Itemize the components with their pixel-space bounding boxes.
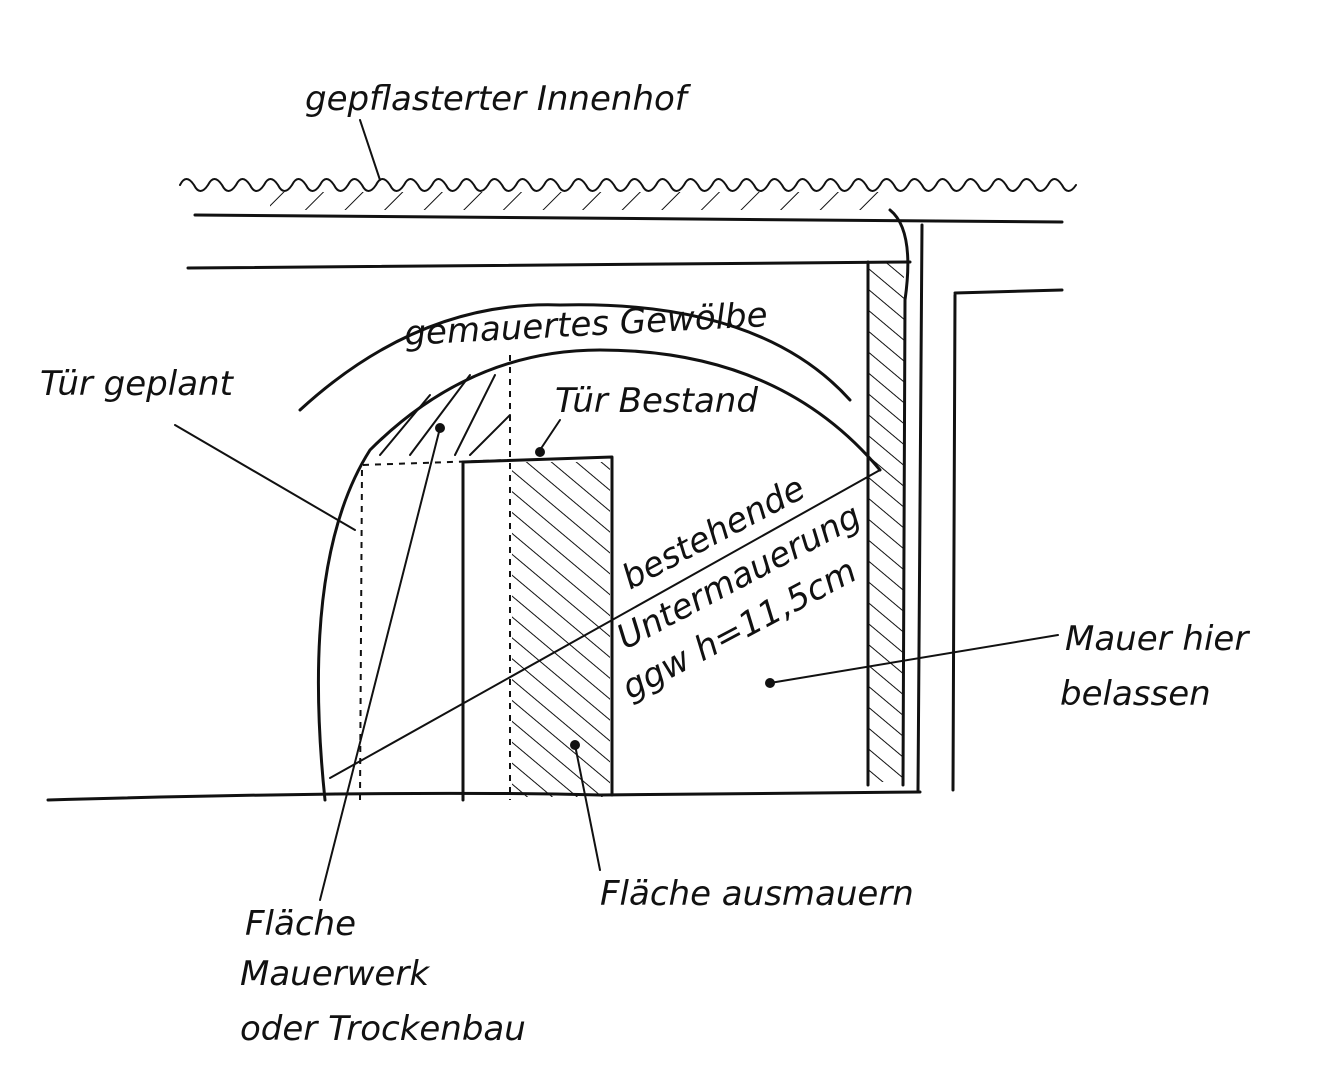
label-vault: gemauertes Gewölbe — [403, 295, 768, 354]
label-area-2: Mauerwerk — [240, 954, 430, 994]
leader-fill — [574, 744, 601, 871]
leader-wall — [769, 634, 1059, 684]
ceiling-line — [186, 260, 912, 270]
ground-line — [193, 213, 1064, 224]
floor-line — [46, 790, 922, 802]
label-wall-keep-2: belassen — [1060, 674, 1211, 714]
leader-door-planned — [174, 424, 356, 531]
marker-dot — [435, 423, 445, 433]
label-courtyard: gepflasterter Innenhof — [305, 79, 692, 119]
wall-hatch — [868, 262, 904, 782]
leader-door-existing — [539, 419, 561, 451]
marker-dot — [535, 447, 545, 457]
paving-stones — [179, 178, 1077, 210]
leader-courtyard — [359, 119, 381, 181]
marker-dot — [765, 678, 775, 688]
vault-arch — [316, 348, 882, 802]
label-door-planned: Tür geplant — [40, 364, 235, 404]
label-area-3: oder Trockenbau — [240, 1009, 526, 1049]
marker-dot — [570, 740, 580, 750]
label-fill-wall: Fläche ausmauern — [600, 874, 914, 914]
label-area-1: Fläche — [245, 904, 356, 944]
arch-hatch — [379, 374, 511, 456]
label-door-existing: Tür Bestand — [555, 381, 758, 421]
leader-area — [319, 427, 441, 901]
label-wall-keep-1: Mauer hier — [1065, 619, 1250, 659]
vault-outer-arch — [298, 303, 852, 412]
existing-door — [461, 455, 614, 802]
planned-door-outline — [359, 459, 511, 801]
underpinning-line — [329, 469, 881, 779]
